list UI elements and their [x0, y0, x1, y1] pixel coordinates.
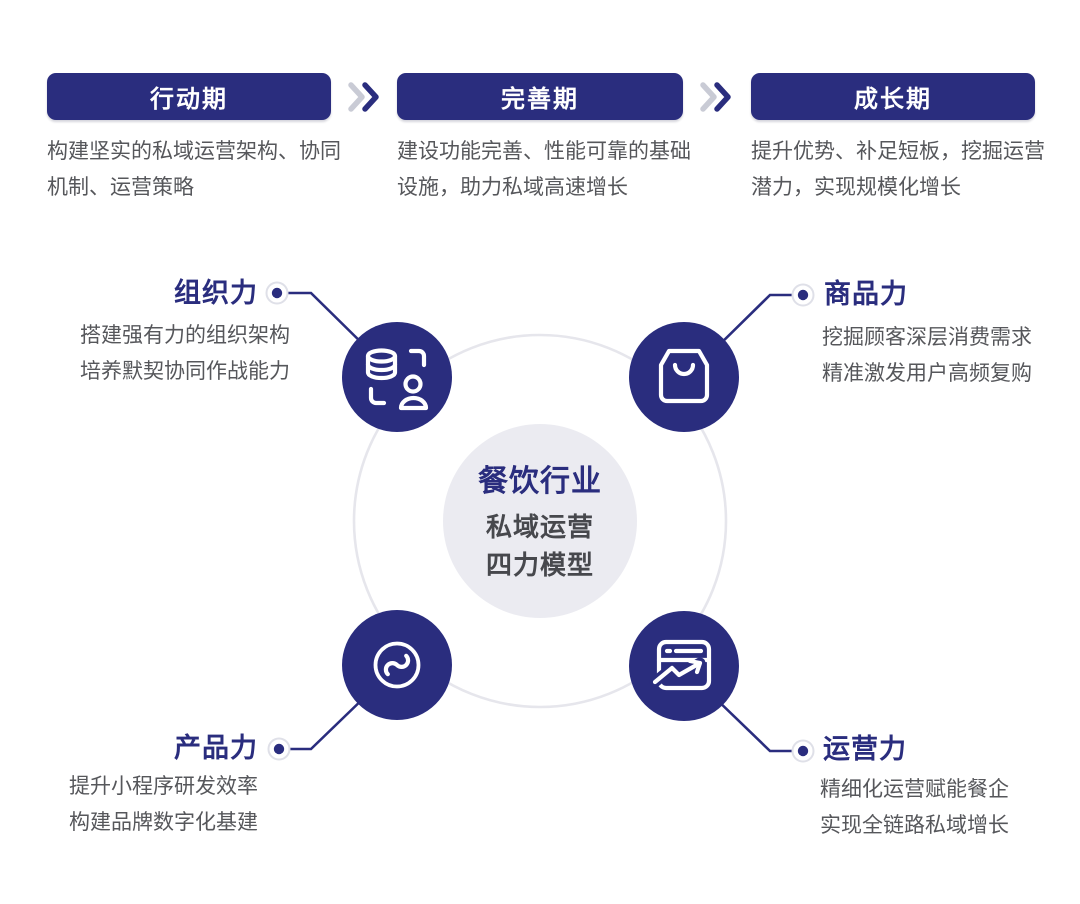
force-label-product: 产品力 [174, 733, 258, 763]
phase-box-growth: 成长期 [751, 73, 1035, 120]
dot-bottom-right [797, 745, 809, 757]
model-center-text: 餐饮行业 私域运营 四力模型 [440, 464, 640, 584]
shopping-bag-icon [658, 348, 710, 404]
model-subtitle-line2: 四力模型 [485, 550, 594, 580]
outer-ring [352, 333, 728, 709]
force-label-organization: 组织力 [174, 278, 258, 308]
force-label-operation: 运营力 [823, 734, 907, 764]
connector-lines [282, 291, 798, 753]
model-title: 餐饮行业 [478, 465, 602, 498]
phase-box-improve: 完善期 [397, 73, 683, 120]
force-desc-operation: 精细化运营赋能餐企 实现全链路私域增长 [820, 778, 1009, 837]
connector-bottom-right [711, 694, 798, 753]
phase-title: 成长期 [854, 86, 932, 113]
phase-description: 构建坚实的私域运营架构、协同机制、运营策略 [47, 140, 341, 199]
phase-title: 行动期 [150, 86, 228, 113]
force-desc-merchandise: 挖掘顾客深层消费需求 精准激发用户高频复购 [822, 326, 1032, 385]
phase-box-action: 行动期 [47, 73, 331, 120]
force-circle-merchandise [629, 322, 739, 432]
double-chevron-right-icon [698, 79, 736, 115]
connector-top-right [709, 293, 798, 355]
database-person-icon [365, 348, 429, 411]
dashboard-chart-icon [649, 639, 712, 691]
connector-dots [265, 281, 815, 763]
phase-description: 提升优势、补足短板，挖掘运营潜力，实现规模化增长 [751, 140, 1045, 199]
phase-description: 建设功能完善、性能可靠的基础设施，助力私域高速增长 [397, 140, 691, 199]
force-circle-product [342, 610, 452, 720]
double-chevron-right-icon [346, 79, 384, 115]
model-subtitle-line1: 私域运营 [485, 512, 594, 542]
connector-bottom-left [283, 691, 371, 751]
mini-program-icon [373, 641, 421, 689]
force-circle-operation [629, 611, 739, 721]
dot-top-left [271, 287, 283, 299]
force-desc-organization: 搭建强有力的组织架构 培养默契协同作战能力 [80, 324, 290, 383]
connector-top-left [282, 291, 373, 354]
phase-title: 完善期 [501, 86, 579, 113]
force-desc-product: 提升小程序研发效率 构建品牌数字化基建 [69, 775, 258, 834]
center-circle [443, 424, 637, 618]
force-circle-organization [342, 322, 452, 432]
dot-top-right [797, 289, 809, 301]
dot-bottom-left [273, 743, 285, 755]
force-label-merchandise: 商品力 [824, 279, 908, 309]
